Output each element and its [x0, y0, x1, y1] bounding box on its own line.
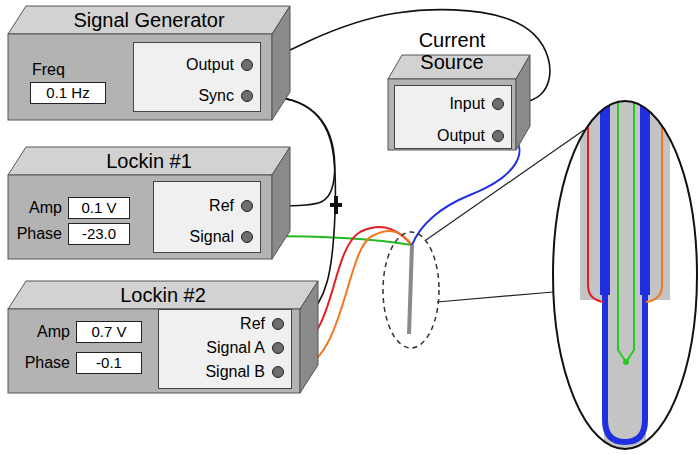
control-label: Amp [12, 197, 62, 219]
instrument-title: Lockin #2 [17, 281, 309, 309]
value-text: -23.0 [69, 224, 129, 243]
blue-lead [640, 90, 650, 295]
top-face [8, 281, 318, 309]
value-text: 0.1 Hz [31, 83, 105, 102]
port-jack [272, 318, 284, 330]
value-display: -23.0 [68, 223, 130, 245]
green-lead [618, 90, 634, 362]
port-panel: OutputSync [133, 42, 261, 112]
port-jack [272, 342, 284, 354]
side-face [272, 6, 290, 120]
control-label: Phase [8, 223, 62, 245]
value-display: 0.1 Hz [30, 82, 106, 104]
front-face [8, 175, 272, 259]
probe-body [580, 90, 670, 454]
port-label: Ref [240, 314, 265, 334]
front-face [388, 79, 516, 150]
value-text: 0.1 V [69, 198, 129, 217]
port-jack [272, 366, 284, 378]
probe-detail [580, 90, 670, 454]
port-jack [241, 90, 253, 102]
value-text: -0.1 [77, 353, 141, 372]
value-display: -0.1 [76, 352, 142, 374]
port-jack [241, 200, 253, 212]
detail-marker [383, 232, 439, 348]
port-label: Sync [198, 86, 234, 106]
port-label: Ref [209, 196, 234, 216]
port-label: Output [437, 126, 485, 146]
side-face [272, 147, 290, 259]
top-face [8, 6, 290, 34]
port-panel: RefSignal [153, 181, 261, 253]
port-label: Signal [190, 227, 234, 247]
side-face [516, 55, 530, 150]
port-label: Output [186, 55, 234, 75]
front-face [8, 309, 300, 393]
leader-line [437, 292, 553, 302]
value-text: 0.7 V [77, 322, 141, 341]
blue-lead [600, 90, 610, 295]
port-label: Signal B [205, 362, 265, 382]
junction-dot [623, 359, 629, 365]
control-label: Phase [14, 352, 70, 374]
control-label: Freq [32, 60, 92, 80]
probe-rod [409, 245, 412, 334]
instrument-title: Signal Generator [17, 6, 281, 34]
value-display: 0.7 V [76, 321, 142, 343]
instrument-box: 0.1 V -23.0 RefSignal Lockin #1 AmpPhase [8, 147, 290, 259]
port-jack [492, 130, 504, 142]
value-display: 0.1 V [68, 197, 130, 219]
instrument-box: 0.1 Hz OutputSync Signal GeneratorFreq [8, 6, 290, 120]
port-panel: RefSignal A Signal B [158, 309, 292, 389]
magnified-outline [553, 101, 697, 449]
top-face [8, 147, 290, 175]
instrument-title: Current Source [407, 29, 497, 73]
side-face [300, 281, 318, 393]
control-label: Amp [18, 321, 70, 343]
port-label: Input [449, 94, 485, 114]
instrument-title: Lockin #1 [17, 147, 281, 175]
blue-wire [412, 135, 519, 245]
blue-loop [605, 290, 645, 442]
port-jack [241, 231, 253, 243]
port-jack [492, 98, 504, 110]
instrument-box: InputOutputCurrent Source [388, 55, 530, 150]
port-label: Signal A [206, 338, 265, 358]
port-panel: InputOutput [394, 85, 512, 149]
front-face [8, 34, 272, 120]
instrument-box: 0.7 V -0.1 RefSignal A Signal B Lockin #2 Amp… [8, 281, 318, 393]
port-jack [241, 59, 253, 71]
